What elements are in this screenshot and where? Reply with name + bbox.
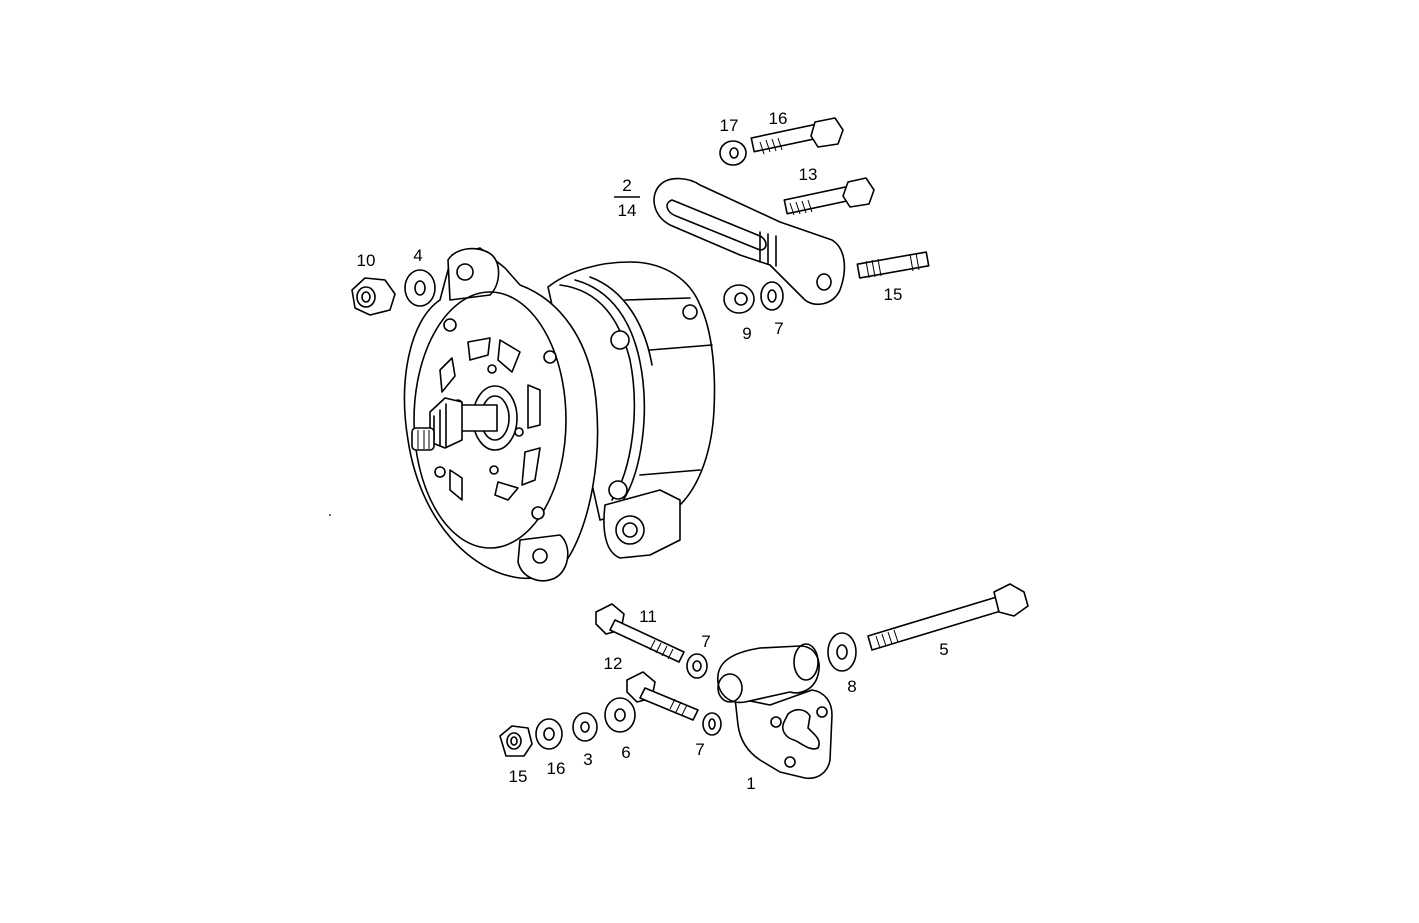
callout-16-upper: 16 xyxy=(769,109,788,128)
washer-7-mid xyxy=(686,653,708,679)
callout-7-mid: 7 xyxy=(701,632,710,651)
washer-3 xyxy=(572,712,598,742)
washer-16-lower xyxy=(535,718,563,750)
callout-9: 9 xyxy=(742,324,751,343)
callout-3: 3 xyxy=(583,750,592,769)
nut-15-lower xyxy=(499,725,533,757)
callout-14: 14 xyxy=(618,201,637,220)
callout-17: 17 xyxy=(720,116,739,135)
washer-7-lower xyxy=(702,712,722,736)
nut-9 xyxy=(723,284,755,314)
washer-6 xyxy=(604,697,636,733)
washer-17 xyxy=(719,140,747,166)
bolt-16-upper xyxy=(750,117,844,155)
callout-16-lower: 16 xyxy=(547,759,566,778)
callout-labels: 17 16 13 2 14 10 4 15 9 7 11 7 5 12 8 7 … xyxy=(357,109,949,793)
callout-13: 13 xyxy=(799,165,818,184)
alternator xyxy=(403,247,716,582)
stud-15-upper xyxy=(856,251,930,279)
upper-adjusting-bracket xyxy=(653,177,846,306)
callout-2: 2 xyxy=(622,176,631,195)
bolt-12 xyxy=(626,671,699,721)
callout-7-lower: 7 xyxy=(695,740,704,759)
washer-8 xyxy=(827,632,857,672)
callout-1: 1 xyxy=(746,774,755,793)
nut-10 xyxy=(351,277,396,316)
lower-mounting-bracket xyxy=(717,643,833,780)
bolt-13 xyxy=(783,177,875,216)
callout-7-upper: 7 xyxy=(774,319,783,338)
callout-8: 8 xyxy=(847,677,856,696)
callout-11: 11 xyxy=(639,607,657,626)
callout-6: 6 xyxy=(621,743,630,762)
callout-15-lower: 15 xyxy=(509,767,528,786)
callout-10: 10 xyxy=(357,251,376,270)
callout-4: 4 xyxy=(413,246,422,265)
washer-7-upper xyxy=(760,281,784,311)
stray-dot xyxy=(329,514,331,516)
callout-12: 12 xyxy=(604,654,623,673)
callout-15-upper: 15 xyxy=(884,285,903,304)
bolt-5 xyxy=(867,583,1029,651)
bolt-11 xyxy=(595,603,685,663)
washer-4 xyxy=(404,269,436,307)
callout-5: 5 xyxy=(939,640,948,659)
